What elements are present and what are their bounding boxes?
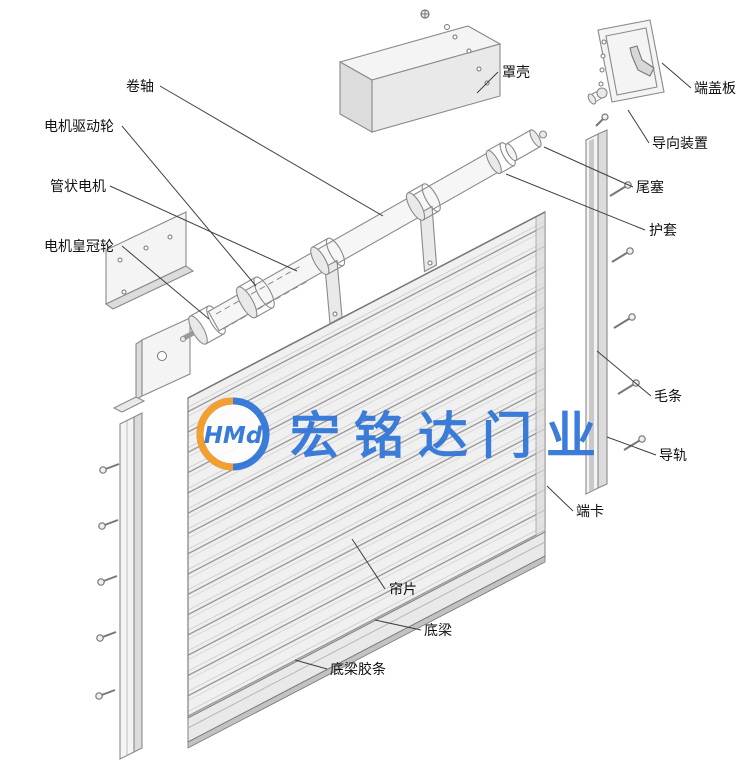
leader-guide-rail	[606, 436, 657, 456]
label-end-cover-plate: 端盖板	[694, 81, 736, 97]
shaft-collar	[405, 183, 441, 273]
label-guide-device: 导向装置	[652, 136, 708, 152]
leader-tail-plug	[543, 146, 634, 188]
leader-motor-drive-wheel	[121, 125, 257, 287]
leader-curtain-slat	[351, 538, 386, 590]
brand-logo-text: HMd	[204, 423, 263, 449]
label-tubular-motor: 管状电机	[50, 179, 106, 195]
brand-company-text: 宏铭达门业	[290, 407, 610, 465]
brush-strip-drawing	[589, 138, 594, 492]
leader-brush-strip	[596, 350, 652, 397]
leader-end-cover-plate	[661, 62, 692, 89]
label-protective-sleeve: 护套	[649, 223, 677, 239]
end-clip-strip	[535, 211, 546, 538]
motor-drive-wheel-drawing	[236, 276, 275, 319]
guide-device-hook	[629, 45, 655, 77]
end-cover-plate-drawing	[587, 19, 665, 105]
shaft-bushing	[587, 87, 608, 105]
leader-roll-shaft	[159, 85, 384, 217]
shaft-collar	[310, 237, 346, 325]
leader-protective-sleeve	[505, 173, 646, 231]
label-cover-housing: 罩壳	[502, 64, 530, 81]
leader-bottom-beam-rubber	[294, 659, 328, 670]
label-guide-rail: 导轨	[659, 448, 687, 464]
label-end-clip: 端卡	[576, 504, 604, 520]
roll-shaft-drawing	[179, 129, 548, 345]
label-motor-crown-wheel: 电机皇冠轮	[44, 239, 114, 255]
leader-bottom-beam	[374, 619, 422, 631]
part-labels: 卷轴 电机驱动轮 管状电机 电机皇冠轮 罩壳 端盖板 导向装置 尾塞 护套 毛条…	[44, 64, 736, 678]
cover-housing-drawing	[338, 9, 502, 133]
label-motor-drive-wheel: 电机驱动轮	[44, 119, 114, 135]
label-curtain-slat: 帘片	[389, 582, 417, 598]
leader-motor-crown-wheel	[121, 245, 210, 320]
left-side-plate	[135, 317, 191, 402]
bottom-beam-rubber-drawing	[187, 555, 546, 749]
leader-tubular-motor	[109, 185, 298, 272]
watermark: HMd 宏铭达门业	[196, 397, 610, 471]
left-mounting-plate	[104, 211, 195, 310]
label-brush-strip: 毛条	[654, 388, 682, 405]
tubular-motor-drawing	[215, 266, 308, 330]
right-guide-rail-drawing	[585, 113, 646, 495]
tail-plug-drawing	[505, 129, 548, 162]
brand-logo-icon: HMd	[196, 397, 270, 471]
label-roll-shaft: 卷轴	[126, 79, 154, 95]
curtain-drawing	[187, 211, 546, 749]
screw-icon	[95, 463, 120, 700]
leader-guide-device	[627, 109, 650, 144]
leader-end-clip	[546, 485, 574, 512]
left-guide-rail-drawing	[95, 396, 146, 760]
curtain-strap	[419, 205, 438, 273]
curtain-strap	[324, 259, 343, 325]
label-bottom-beam: 底梁	[424, 623, 452, 639]
label-tail-plug: 尾塞	[636, 179, 664, 196]
leader-lines	[109, 62, 692, 670]
screw-icon	[420, 9, 450, 30]
motor-crown-wheel-drawing	[188, 305, 226, 345]
leader-cover-housing	[476, 71, 499, 94]
screw-icon	[595, 113, 646, 451]
label-bottom-beam-rubber: 底梁胶条	[330, 661, 386, 678]
